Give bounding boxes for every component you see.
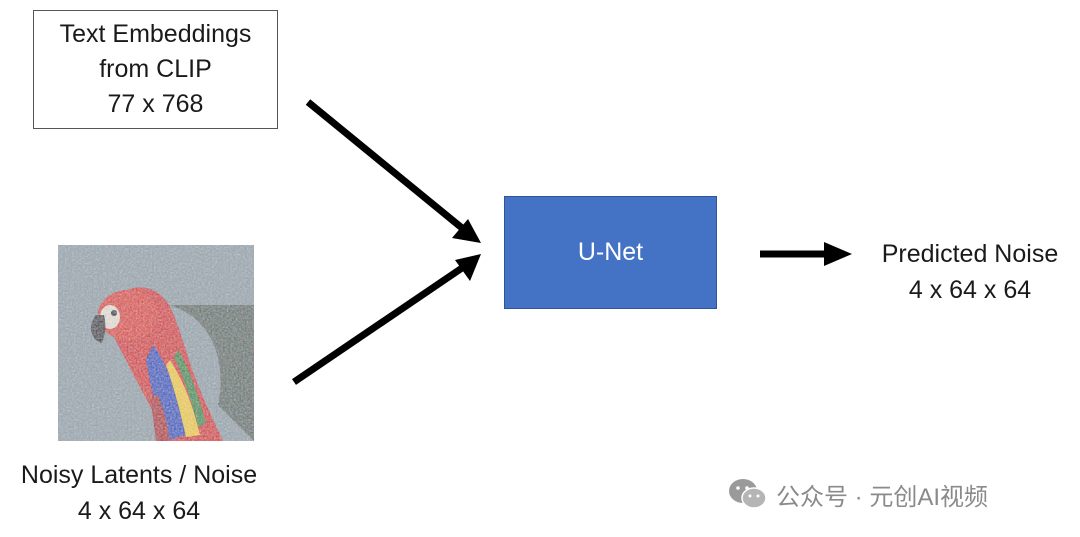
watermark: 公众号 · 元创AI视频 — [728, 474, 988, 514]
arrowhead-output — [824, 242, 852, 266]
arrowhead-embeddings — [452, 219, 481, 243]
text-embeddings-shape: 77 x 768 — [107, 90, 204, 118]
unet-label: U-Net — [577, 238, 644, 266]
predicted-noise-label: Predicted Noise 4 x 64 x 64 — [860, 236, 1080, 308]
noisy-latent-image — [58, 245, 254, 441]
noisy-latents-shape: 4 x 64 x 64 — [77, 497, 201, 525]
predicted-noise-title: Predicted Noise — [881, 240, 1059, 268]
predicted-noise-shape: 4 x 64 x 64 — [908, 276, 1032, 304]
arrow-embeddings-to-unet — [305, 99, 465, 231]
arrowhead-latents — [455, 254, 481, 281]
noisy-latents-label: Noisy Latents / Noise 4 x 64 x 64 — [0, 457, 278, 529]
wechat-icon — [729, 479, 767, 509]
text-embeddings-title: Text Embeddings — [59, 20, 252, 48]
noisy-latents-title: Noisy Latents / Noise — [20, 461, 258, 489]
text-embeddings-box: Text Embeddings from CLIP 77 x 768 — [33, 10, 278, 129]
parrot-noisy-image-icon — [58, 245, 254, 441]
watermark-text: 公众号 · 元创AI视频 — [776, 483, 989, 511]
unet-box: U-Net — [504, 196, 717, 309]
arrow-latents-to-unet — [292, 265, 464, 385]
text-embeddings-source: from CLIP — [99, 55, 212, 83]
